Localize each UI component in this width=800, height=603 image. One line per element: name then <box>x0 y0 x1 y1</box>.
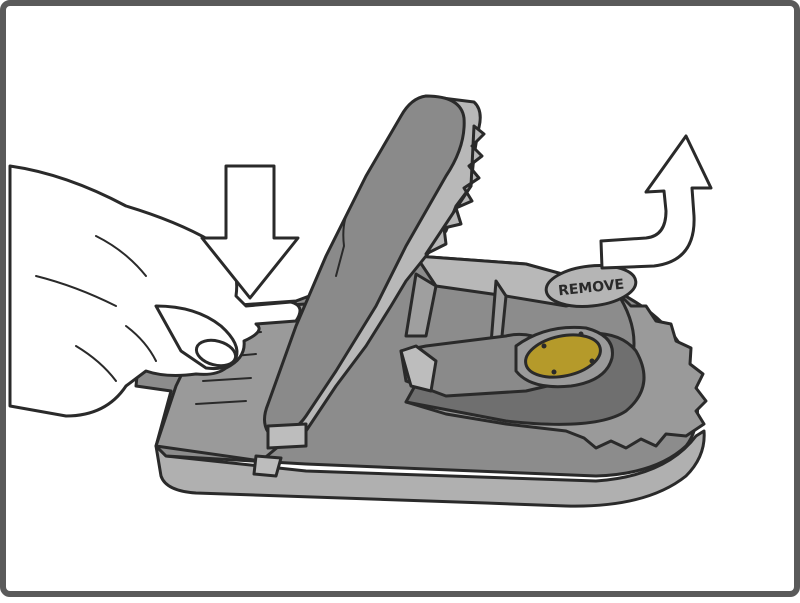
jaw-lid-highlight <box>335 205 352 277</box>
bait-rivet <box>551 369 557 375</box>
inner-divider <box>404 272 438 338</box>
bait-rivet <box>589 358 595 364</box>
curved-up-arrow-icon <box>599 134 713 270</box>
trap-base-side <box>154 429 706 508</box>
remove-tab-label: REMOVE <box>557 277 625 300</box>
trigger-hinge <box>399 344 438 393</box>
remove-tab <box>544 264 638 308</box>
down-arrow-icon <box>200 164 300 300</box>
jaw-lid-teeth <box>424 124 486 256</box>
lid-hinge <box>266 422 308 450</box>
bait-rivet <box>541 343 547 349</box>
mousetrap-illustration: REMOVE <box>8 94 713 508</box>
jaw-lid <box>263 94 466 435</box>
thumbnail <box>194 338 238 368</box>
front-corner-cap <box>252 454 283 478</box>
bait-rivet <box>578 331 584 337</box>
hand-creases <box>35 235 157 382</box>
